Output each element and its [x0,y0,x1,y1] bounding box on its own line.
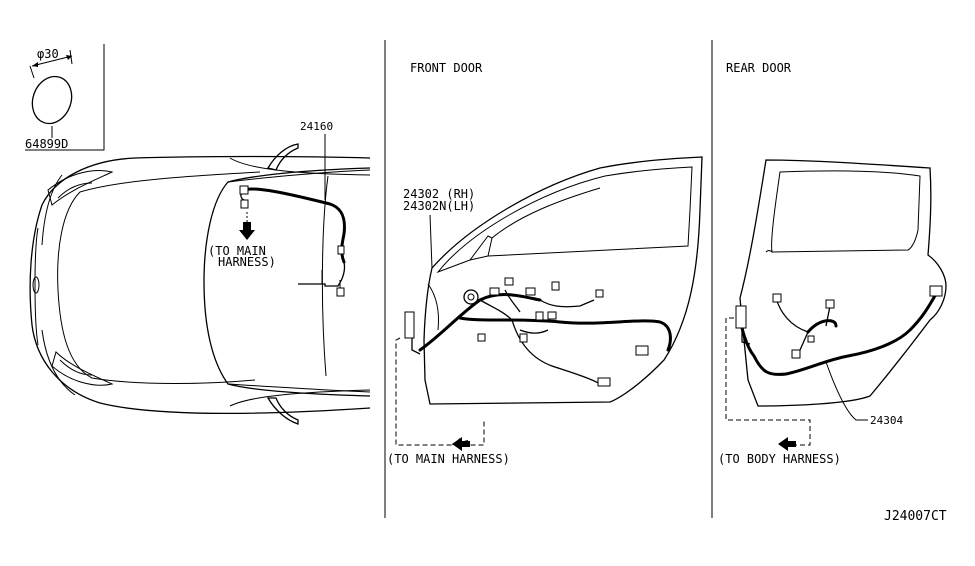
rear-door-note: (TO BODY HARNESS) [718,452,841,466]
front-door-part-rh: 24302 (RH) [403,187,475,201]
left-arrow-icon-rear [778,437,796,451]
grommet-part-number: 64899D [25,137,68,151]
front-door-note: (TO MAIN HARNESS) [387,452,510,466]
diagram-code: J24007CT [884,509,947,524]
front-door-title: FRONT DOOR [410,61,483,75]
body-harness-note-line2: HARNESS) [218,255,276,269]
body-harness-note-line1: (TO MAIN [208,244,266,258]
down-arrow-icon [239,222,255,240]
rear-door-title: REAR DOOR [726,61,792,75]
body-harness-24160: 24160 (TO MAIN HARNESS) [208,120,346,297]
grommet-icon [31,75,73,125]
rear-door-panel: REAR DOOR 24304 (TO BODY HARNESS) [718,61,947,466]
body-harness-part-number: 24160 [300,120,333,133]
vehicle-top-view [29,143,371,425]
front-door-panel: FRONT DOOR 24302 (RH) 24302N(LH) [387,61,703,466]
grommet-inset: φ30 64899D [25,44,105,151]
grommet-size-label: φ30 [37,47,59,61]
front-door-part-lh: 24302N(LH) [403,199,475,213]
rear-door-part-number: 24304 [870,414,903,427]
